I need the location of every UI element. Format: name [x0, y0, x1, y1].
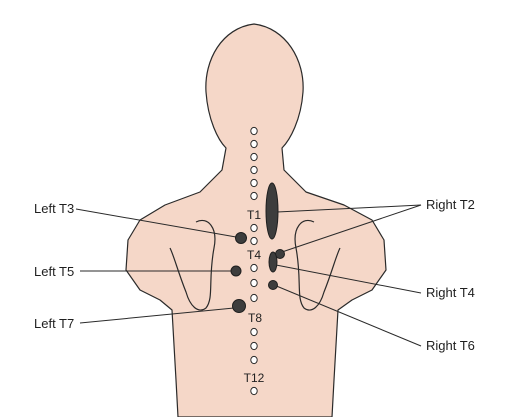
marker-left-t3: [235, 232, 247, 244]
leader-line-right-t4: [275, 264, 422, 294]
marker-right-t4: [268, 251, 278, 273]
left-scapula-outline: [169, 219, 216, 311]
callout-right-t4: Right T4: [426, 285, 475, 300]
leader-line-left-t3: [75, 208, 237, 238]
callout-left-t3: Left T3: [34, 201, 74, 216]
vertebra-label-t8: T8: [248, 311, 262, 325]
vertebra-dot: [250, 386, 258, 396]
body-silhouette: [125, 23, 387, 417]
vertebra-label-t4: T4: [247, 248, 261, 262]
vertebra-dot: [250, 165, 258, 175]
callout-right-t2: Right T2: [426, 197, 475, 212]
vertebra-dot: [250, 263, 258, 273]
vertebra-dot: [250, 223, 258, 233]
spine-vertebrae: [250, 126, 258, 396]
leader-line-right-t2-a: [276, 204, 422, 213]
vertebra-dot: [250, 236, 258, 246]
vertebra-dot: [250, 278, 258, 288]
callout-left-t7: Left T7: [34, 316, 74, 331]
vertebra-dot: [250, 341, 258, 351]
marker-right-t6: [268, 280, 278, 290]
vertebra-dot: [250, 293, 258, 303]
vertebra-dot: [250, 139, 258, 149]
vertebra-dot: [250, 178, 258, 188]
callout-lines: [75, 204, 422, 347]
vertebra-label-t1: T1: [247, 208, 261, 222]
vertebra-dot: [250, 126, 258, 136]
callout-left-t5: Left T5: [34, 264, 74, 279]
vertebra-dot: [250, 191, 258, 201]
vertebra-dot: [250, 152, 258, 162]
vertebra-dot: [250, 327, 258, 337]
callout-right-t6: Right T6: [426, 338, 475, 353]
vertebra-label-t12: T12: [244, 371, 265, 385]
right-scapula-outline: [294, 219, 341, 311]
leader-line-left-t7: [79, 307, 235, 324]
vertebra-dot: [250, 355, 258, 365]
leader-line-right-t6: [273, 284, 422, 347]
marker-left-t5: [230, 265, 242, 277]
marker-left-t7: [232, 299, 246, 313]
pain-markers: [230, 182, 285, 313]
marker-right-t2-upper: [265, 182, 279, 240]
leader-line-right-t2-b: [281, 204, 422, 253]
